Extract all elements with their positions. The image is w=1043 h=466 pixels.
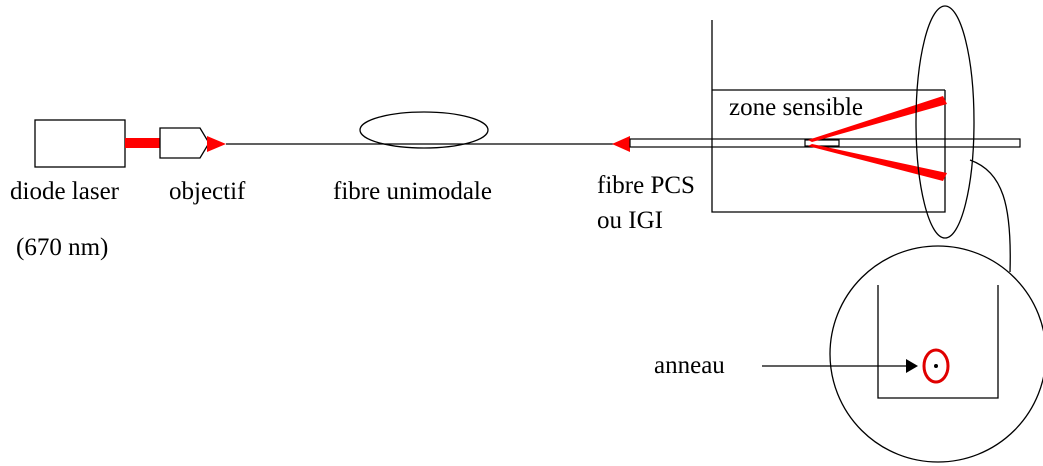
objective-lens	[159, 127, 210, 159]
zoom-tank	[877, 285, 999, 399]
light-cone-lower	[808, 144, 947, 181]
tank	[711, 20, 946, 213]
laser-beam	[125, 138, 160, 148]
diode-laser-box	[34, 119, 126, 168]
objective-label: objectif	[169, 178, 246, 205]
fibre-coil	[359, 111, 489, 149]
ring-center-dot	[934, 364, 938, 368]
fibre-coupling-arrow	[612, 136, 630, 152]
diode-laser-label: diode laser	[10, 178, 120, 205]
pcs-fibre-label-line2: ou IGI	[597, 207, 663, 234]
wavelength-label: (670 nm)	[16, 234, 108, 261]
pcs-fibre-label: fibre PCS	[597, 172, 695, 199]
ring-label: anneau	[654, 352, 725, 379]
single-mode-fibre-label: fibre unimodale	[333, 178, 492, 205]
objective-output-arrow	[207, 136, 226, 152]
zoom-connector	[969, 159, 1011, 273]
zoom-circle	[829, 245, 1043, 463]
ring-mark	[922, 348, 950, 384]
observation-screen	[915, 5, 975, 239]
light-cone-upper	[808, 96, 947, 142]
sensitive-zone-label: zone sensible	[729, 94, 863, 121]
ring-pointer-arrowhead	[906, 359, 918, 373]
fibre-tip	[804, 139, 840, 147]
